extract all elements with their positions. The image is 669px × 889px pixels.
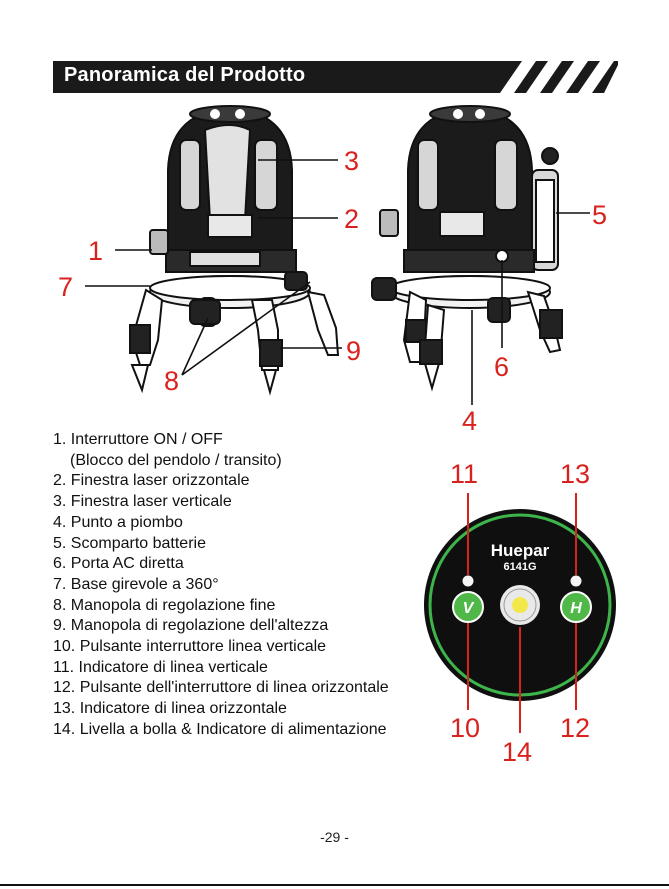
bottom-rule [0,884,669,886]
bubble-level-power-indicator [500,585,540,625]
list-item: 1. Interruttore ON / OFF [53,431,223,448]
vertical-button-label: V [463,600,475,617]
laser-level-front-view [129,105,340,396]
callout-5: 5 [592,200,607,230]
callout-13: 13 [560,459,590,489]
callout-8: 8 [164,366,179,396]
list-item: 13. Indicatore di linea orizzontale [53,700,287,718]
horizontal-button-label: H [570,600,582,617]
callout-6: 6 [494,352,509,382]
callout-10: 10 [450,713,480,743]
horizontal-line-indicator [570,575,582,587]
list-item: 3. Finestra laser verticale [53,493,232,511]
list-item: 12. Pulsante dell'interruttore di linea … [53,679,389,697]
list-item: 9. Manopola di regolazione dell'altezza [53,617,329,635]
brand-logo: Huepar [491,541,550,560]
list-item: 2. Finestra laser orizzontale [53,472,250,490]
component-list: 1. Interruttore ON / OFF (Blocco del pen… [53,430,389,741]
callout-3: 3 [344,146,359,176]
control-panel-diagram: 11 13 Huepar 6141G V H 10 12 14 [424,459,616,765]
horizontal-line-button[interactable]: H [560,591,592,623]
list-item: 8. Manopola di regolazione fine [53,596,276,614]
callout-4: 4 [462,406,477,436]
page-number: -29 - [320,829,349,845]
callout-1: 1 [88,236,103,266]
list-item: 10. Pulsante interruttore linea vertical… [53,638,327,656]
list-item: 14. Livella a bolla & Indicatore di alim… [53,720,387,738]
callout-12: 12 [560,713,590,743]
section-title: Panoramica del Prodotto [64,64,306,86]
laser-level-rear-view [371,105,563,392]
callout-9: 9 [346,336,361,366]
list-item: 5. Scomparto batterie [53,534,206,552]
callout-7: 7 [58,272,73,302]
list-item: 4. Punto a piombo [53,513,183,531]
list-item: 11. Indicatore di linea verticale [53,658,268,676]
header-stripes-decoration [486,61,618,93]
vertical-line-button[interactable]: V [452,591,484,623]
list-item: 6. Porta AC diretta [53,555,184,573]
model-label: 6141G [503,561,536,573]
callout-2: 2 [344,204,359,234]
vertical-line-indicator [462,575,474,587]
callout-14: 14 [502,737,532,765]
list-item: 7. Base girevole a 360° [53,575,219,593]
list-item: (Blocco del pendolo / transito) [70,451,282,469]
product-overview-figure: 1 7 3 2 5 9 8 6 4 [58,105,607,436]
callout-11: 11 [450,459,478,489]
